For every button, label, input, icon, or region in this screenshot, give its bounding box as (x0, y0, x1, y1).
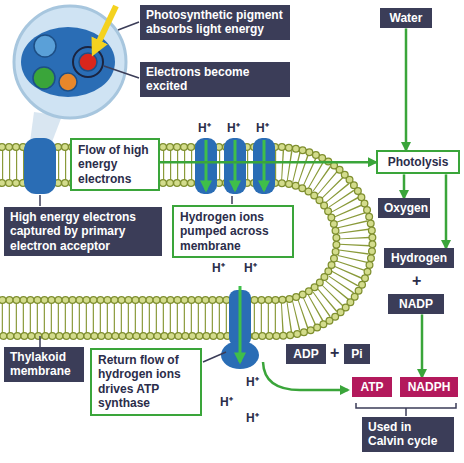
node-text: NADPH (406, 380, 452, 394)
input-box: Water (380, 8, 432, 28)
flow-arrow (405, 28, 408, 150)
product-box: NADPH (400, 377, 458, 397)
node-text: ATP (358, 380, 386, 394)
process-box: Return flow of hydrogen ions drives ATP … (90, 348, 202, 416)
flow-arrow (160, 161, 376, 164)
node-text: Hydrogen (390, 251, 448, 265)
node-text: ADP (292, 347, 320, 361)
callout-box: Photosynthetic pigment absorbs light ene… (140, 5, 290, 40)
product-box: ATP (352, 377, 392, 397)
product-box: Oxygen (378, 198, 430, 218)
node-text: Hydrogen ions pumped across membrane (180, 210, 286, 253)
pigment-orange (59, 73, 77, 91)
node-text: Electrons become excited (146, 65, 284, 94)
plus-sign: + (330, 344, 339, 362)
node-text: High energy electrons captured by primar… (10, 210, 156, 253)
process-box: Flow of high energy electrons (70, 138, 160, 191)
node-text: Pi (350, 347, 364, 361)
flow-arrow (421, 314, 424, 377)
ion-label: H⁺ (246, 412, 259, 425)
callout-box: High energy electrons captured by primar… (4, 207, 162, 256)
electron-orbit (73, 47, 103, 77)
proton-pumps (195, 138, 275, 194)
pigment-red (79, 53, 97, 71)
reactant-box: ADP (286, 344, 326, 364)
process-box: Photolysis (376, 150, 460, 174)
callout-box: Electrons become excited (140, 62, 290, 97)
ion-label: H⁺ (244, 262, 257, 275)
node-text: Photolysis (384, 155, 452, 169)
node-text: NADP (394, 297, 438, 311)
lipid-heads-inner (0, 183, 337, 300)
node-text: Flow of high energy electrons (78, 143, 152, 186)
plus-sign: + (412, 272, 421, 290)
ion-label: H⁺ (227, 122, 240, 135)
ion-label: H⁺ (198, 122, 211, 135)
zoom-circle (14, 6, 126, 118)
node-text: Photosynthetic pigment absorbs light ene… (146, 8, 284, 37)
atp-arrow (263, 362, 348, 390)
ion-label: H⁺ (246, 376, 259, 389)
ion-label: H⁺ (212, 262, 225, 275)
node-text: Water (386, 11, 426, 25)
lipid-heads-inner-fill (0, 183, 337, 300)
pigment-blue (34, 35, 56, 57)
light-arrow (95, 6, 116, 50)
node-text: Used in Calvin cycle (368, 420, 448, 449)
bracket (356, 403, 456, 416)
ion-label: H⁺ (220, 396, 233, 409)
node-text: Thylakoid membrane (10, 350, 78, 379)
callout-box: Thylakoid membrane (4, 347, 84, 382)
photosystem-protein (24, 138, 56, 194)
pigment-green (33, 67, 55, 89)
flow-arrow (403, 174, 406, 198)
process-box: Hydrogen ions pumped across membrane (172, 205, 294, 258)
callout-box: Used in Calvin cycle (362, 417, 454, 452)
reactant-box: Pi (344, 344, 370, 364)
atp-synthase (221, 286, 259, 369)
ion-label: H⁺ (256, 122, 269, 135)
reactant-box: NADP (388, 294, 444, 314)
flow-arrow (445, 174, 448, 248)
node-text: Return flow of hydrogen ions drives ATP … (98, 353, 194, 411)
node-text: Oxygen (384, 201, 424, 215)
product-box: Hydrogen (384, 248, 454, 268)
